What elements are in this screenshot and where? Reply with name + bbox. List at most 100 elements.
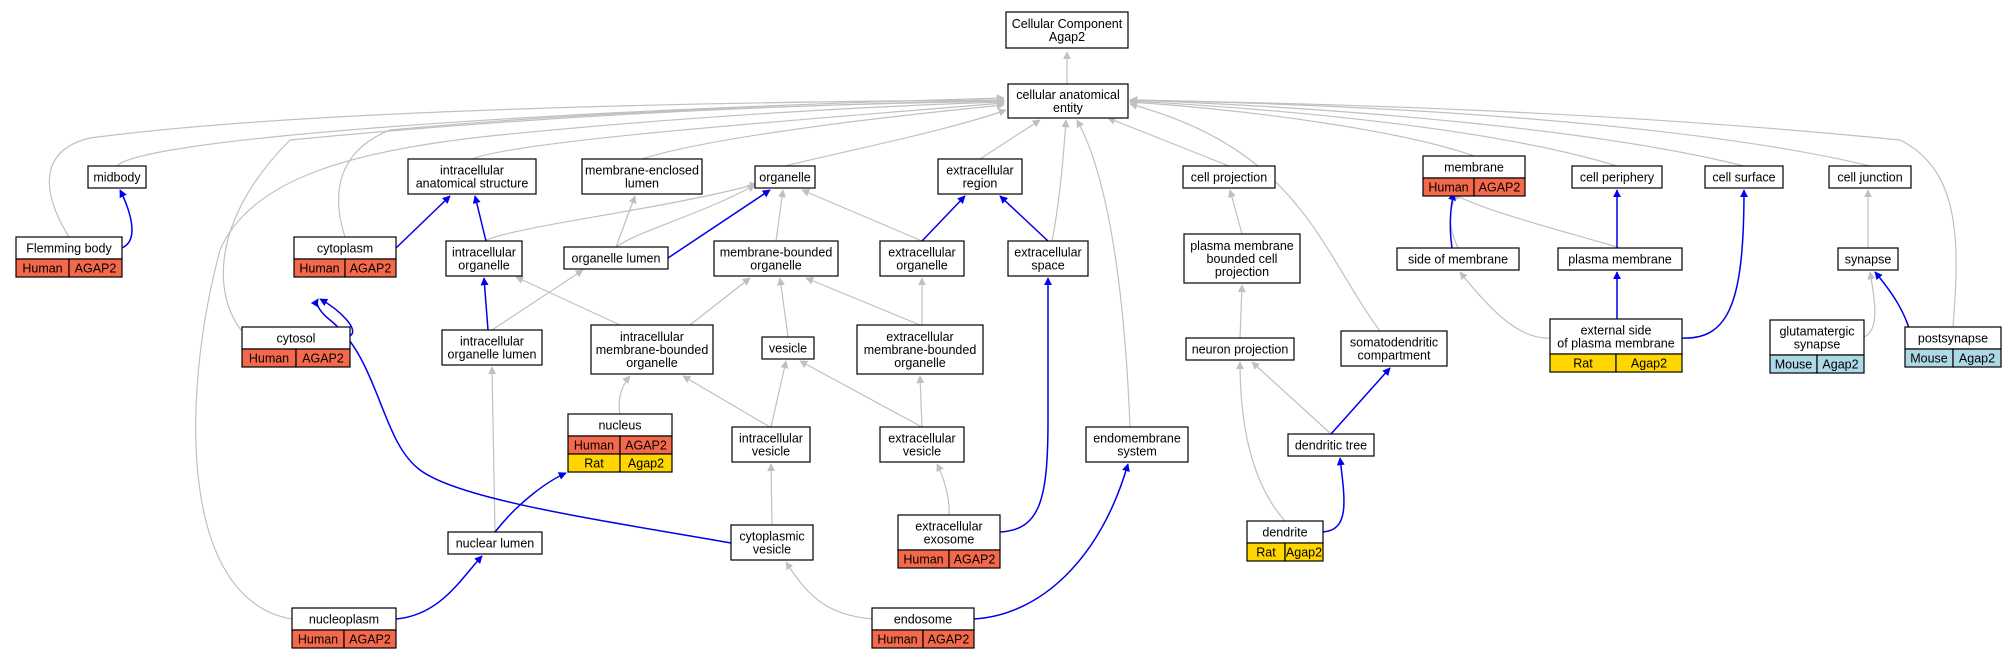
node-label: membrane-bounded [720,246,833,260]
node-label: cell periphery [1580,171,1655,185]
node-label: synapse [1794,338,1841,352]
gene-label: AGAP2 [302,352,344,366]
node-label: cell junction [1837,171,1902,185]
node-label: midbody [93,171,141,185]
node-label: organelle [750,259,801,273]
node-label: compartment [1358,349,1431,363]
node-label: dendritic tree [1295,439,1367,453]
node-label: plasma membrane [1568,253,1672,267]
node-box [1007,83,1129,119]
node-cellsurf[interactable]: cell surface [1704,165,1784,189]
edge-cellproj-to-cae [1107,116,1230,167]
node-label: organelle [759,171,810,185]
node-vesicle[interactable]: vesicle [761,336,815,360]
node-label: extracellular [946,164,1013,178]
edge-imbo-to-mbo [689,277,751,326]
node-cellperiph[interactable]: cell periphery [1571,165,1663,189]
node-box [590,324,714,375]
edge-nucleoplasm-to-cae [195,98,1005,620]
node-box [1085,426,1189,463]
node-cellproj[interactable]: cell projection [1182,165,1276,189]
gene-cell [344,258,397,278]
gene-cell [68,258,123,278]
node-box [1005,11,1129,49]
edge-somato-to-cae [1129,102,1381,332]
node-sidemem[interactable]: side of membrane [1396,247,1520,271]
node-label: region [963,177,998,191]
node-box [754,165,816,189]
node-label: cytoplasm [317,242,373,256]
species-label: Human [574,439,614,453]
node-label: intracellular [739,432,803,446]
node-label: extracellular [915,520,982,534]
node-box [731,426,811,463]
node-label: extracellular [1014,246,1081,260]
node-midbody[interactable]: midbody [87,165,147,189]
edge-endosome-to-cvesicle [785,561,873,620]
edge-melumen-to-cae [641,101,1005,160]
node-box [1007,240,1089,277]
node-label: somatodendritic [1350,336,1438,350]
edge-exorg-to-exregion [921,195,966,242]
node-celljunc[interactable]: cell junction [1828,165,1912,189]
edge-organelle-to-cae [784,108,1007,167]
node-box [1182,165,1276,189]
node-synapse[interactable]: synapse [1837,247,1899,271]
node-label: space [1031,259,1064,273]
species-label: Human [877,633,917,647]
node-label: nuclear lumen [456,537,535,551]
node-label: Flemming body [26,242,112,256]
edge-cvesicle-to-ivesicle [767,463,776,526]
edge-membrane-to-cae [1129,98,1475,157]
gene-cell [1816,354,1865,374]
node-olumen[interactable]: organelle lumen [563,246,669,270]
node-organelle[interactable]: organelle [754,165,816,189]
node-nlumen[interactable]: nuclear lumen [447,531,543,555]
species-label: Rat [1573,357,1593,371]
gene-cell [1473,177,1526,197]
edge-exosome-to-exspace [999,277,1052,533]
node-dtree[interactable]: dendritic tree [1287,433,1375,457]
node-pmem[interactable]: plasma membrane [1557,247,1683,271]
node-neuronproj[interactable]: neuron projection [1185,337,1295,361]
edge-pmem-to-membrane [1451,192,1621,249]
edge-dendrite-to-dtree [1322,457,1345,533]
edge-exorg-to-organelle [801,189,923,242]
edge-cytosol-to-cytoplasm [319,298,354,337]
node-label: membrane-enclosed [585,164,699,178]
node-box [407,158,537,195]
edge-neuronproj-to-pmbcp [1237,284,1246,339]
node-box [730,524,814,561]
edge-mbo-to-organelle [775,189,786,242]
